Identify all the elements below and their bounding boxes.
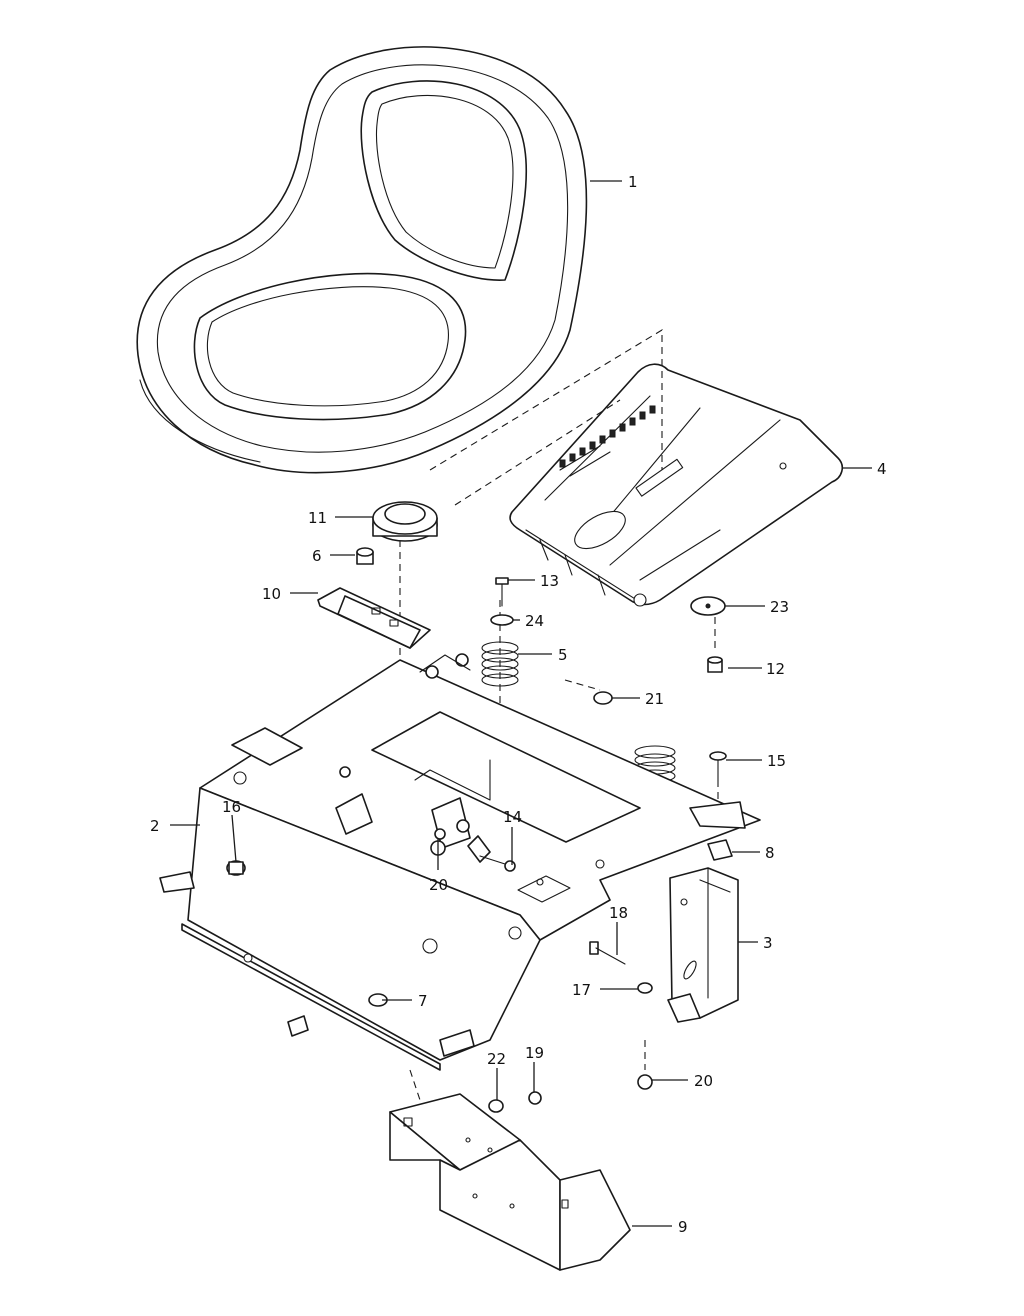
pivot-bolt-part xyxy=(467,835,516,872)
callout-washer-23: 23 xyxy=(770,598,789,616)
callout-washer-24: 24 xyxy=(525,612,544,630)
switch-bracket-part xyxy=(317,587,431,649)
callout-bolt-18: 18 xyxy=(609,904,628,922)
clip-nut-part xyxy=(707,839,733,861)
bolt-18-part xyxy=(589,941,626,965)
callout-frame: 2 xyxy=(150,817,160,835)
callout-clip-nut: 8 xyxy=(765,844,775,862)
bolt-13-part xyxy=(495,577,509,607)
screw-15-part xyxy=(709,751,727,781)
frame-foot xyxy=(287,1015,309,1037)
callout-nut-21: 21 xyxy=(645,690,664,708)
washer-22-part xyxy=(488,1099,504,1113)
nut-20-b-part xyxy=(637,1074,653,1090)
nut-19-part xyxy=(528,1091,542,1105)
callout-seat-switch: 11 xyxy=(308,509,327,527)
callout-switch-bracket: 10 xyxy=(262,585,281,603)
callout-lower-bracket: 9 xyxy=(678,1218,688,1236)
side-bracket-part xyxy=(667,867,739,1023)
callout-nut-19: 19 xyxy=(525,1044,544,1062)
washer-24-part xyxy=(490,614,514,626)
callout-plug: 7 xyxy=(418,992,428,1010)
spring-part xyxy=(481,641,519,687)
callout-bushing: 6 xyxy=(312,547,322,565)
callout-knob-12: 12 xyxy=(766,660,785,678)
callout-seat-pan: 4 xyxy=(877,460,887,478)
callout-screw-15: 15 xyxy=(767,752,786,770)
callout-pivot-bolt: 14 xyxy=(503,808,522,826)
callout-washer-22: 22 xyxy=(487,1050,506,1068)
callout-bolt-13: 13 xyxy=(540,572,559,590)
knob-12-part xyxy=(707,656,723,673)
callout-plug-16: 16 xyxy=(222,798,241,816)
seat-pan-part xyxy=(509,363,844,607)
seat-part xyxy=(136,46,588,474)
seat-switch-part xyxy=(372,501,438,542)
callout-seat: 1 xyxy=(628,173,638,191)
callout-spring: 5 xyxy=(558,646,568,664)
callout-pin-17: 17 xyxy=(572,981,591,999)
plug-16-part xyxy=(226,860,246,876)
callout-side-bracket: 3 xyxy=(763,934,773,952)
pin-17-part xyxy=(637,982,653,994)
callout-nut-20-a: 20 xyxy=(429,876,448,894)
callout-nut-20-b: 20 xyxy=(694,1072,713,1090)
nut-20-a-part xyxy=(434,828,446,840)
adjust-slots xyxy=(559,405,656,468)
callout-labels: 1 2 3 4 5 6 7 8 9 10 11 12 13 14 15 16 1… xyxy=(150,173,887,1236)
lower-bracket-part xyxy=(389,1093,631,1271)
frame-part xyxy=(159,653,761,1071)
bushing-part xyxy=(356,547,374,565)
nut-21-part xyxy=(593,691,613,705)
leader-lines xyxy=(170,180,872,1227)
